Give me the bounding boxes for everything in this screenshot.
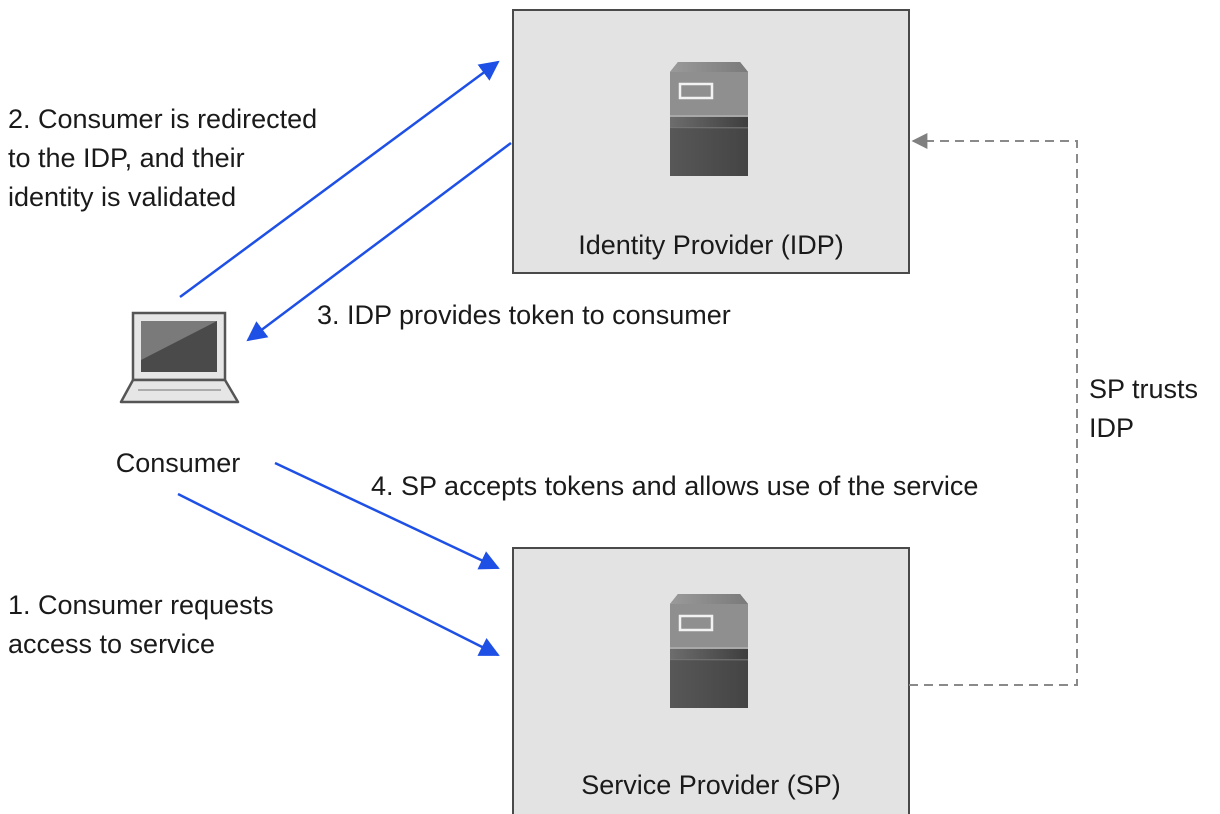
trust-text: SP trusts IDP [1089, 374, 1198, 443]
server-icon [670, 594, 748, 708]
trust-connector [909, 133, 1078, 686]
trust-line-2: IDP [1089, 413, 1134, 443]
trust-line-1: SP trusts [1089, 374, 1198, 404]
idp-node: Identity Provider (IDP) [512, 9, 910, 274]
step1-text: 1. Consumer requests access to service [8, 590, 274, 659]
idp-label: Identity Provider (IDP) [578, 230, 844, 260]
step2-line-2: to the IDP, and their [8, 143, 245, 173]
sp-label: Service Provider (SP) [581, 770, 841, 800]
step4-text: 4. SP accepts tokens and allows use of t… [371, 471, 978, 501]
step3-text: 3. IDP provides token to consumer [317, 300, 731, 330]
step2-line-1: 2. Consumer is redirected [8, 104, 317, 134]
consumer-label: Consumer [116, 448, 241, 478]
arrow-step3-to-consumer [246, 141, 512, 342]
server-icon [670, 62, 748, 176]
laptop-icon [119, 311, 240, 404]
step2-line-3: identity is validated [8, 182, 236, 212]
step1-line-2: access to service [8, 629, 215, 659]
step1-line-1: 1. Consumer requests [8, 590, 274, 620]
arrow-step1-to-sp [177, 492, 500, 657]
consumer-node: Consumer [116, 311, 241, 478]
sp-node: Service Provider (SP) [512, 547, 910, 814]
step2-text: 2. Consumer is redirected to the IDP, an… [8, 104, 317, 212]
arrow-step2-to-idp [179, 60, 500, 299]
arrow-step4-to-sp [274, 461, 500, 570]
